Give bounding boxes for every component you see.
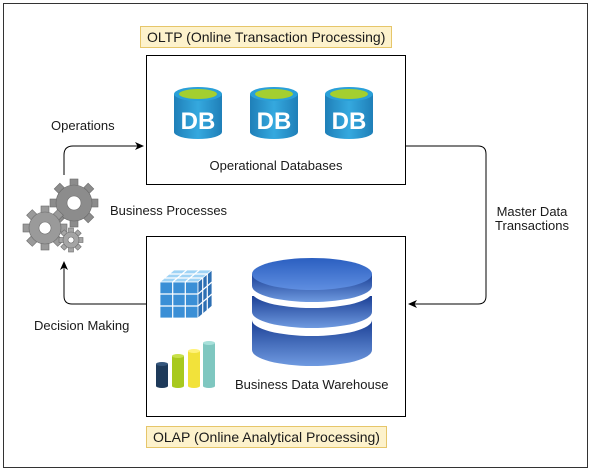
warehouse-icon <box>252 258 372 366</box>
operational-databases-caption: Operational Databases <box>209 158 343 173</box>
decision-making-arrow <box>60 261 146 305</box>
operations-arrow <box>63 142 144 175</box>
business-data-warehouse-caption: Business Data Warehouse <box>235 377 389 392</box>
gears-icon <box>22 178 99 253</box>
transactions-label: Transactions <box>495 218 569 233</box>
db-label-2: DB <box>257 108 292 135</box>
master-data-arrow <box>406 145 487 308</box>
db-icon: DB <box>250 87 298 139</box>
db-label-3: DB <box>332 108 367 135</box>
olap-banner: OLAP (Online Analytical Processing) <box>146 426 387 448</box>
data-cube-icon <box>158 269 214 319</box>
business-processes-label: Business Processes <box>110 203 228 218</box>
outer-frame <box>3 3 588 468</box>
operations-label: Operations <box>51 118 115 133</box>
master-data-label: Master Data <box>496 204 568 219</box>
db-label-1: DB <box>181 108 216 135</box>
db-icon: DB <box>325 87 373 139</box>
decision-making-label: Decision Making <box>34 318 130 333</box>
bar-chart-icon <box>156 341 215 388</box>
db-icon: DB <box>174 87 222 139</box>
oltp-banner: OLTP (Online Transaction Processing) <box>140 26 393 48</box>
